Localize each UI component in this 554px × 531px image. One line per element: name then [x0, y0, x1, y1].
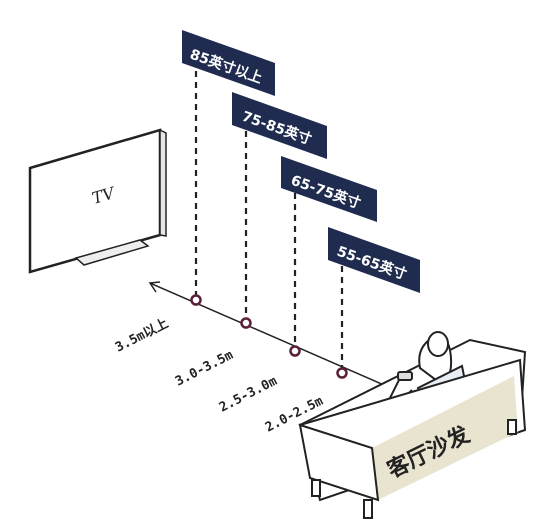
sofa: 客厅沙发 [298, 331, 527, 519]
marker-dot [289, 345, 301, 357]
marker-dot [190, 294, 202, 306]
distance-label: 3.0-3.5m [173, 348, 236, 390]
sofa-foot [363, 499, 373, 519]
sofa-foot [311, 479, 321, 497]
tv-stand [74, 239, 150, 266]
sofa-arm [298, 423, 380, 502]
sofa-foot [507, 419, 517, 435]
size-tag-55: 55-65英寸 [328, 227, 420, 293]
size-tag-65: 65-75英寸 [281, 156, 377, 222]
axis-markers [190, 294, 348, 379]
sofa-band [372, 376, 518, 500]
tv-side [159, 128, 167, 237]
marker-dot [336, 367, 348, 379]
distance-label: 2.5-3.0m [217, 374, 280, 416]
size-tag-75: 75-85英寸 [232, 92, 327, 159]
distance-label: 3.5m以上 [113, 316, 171, 355]
size-tags: 85英寸以上 75-85英寸 65-75英寸 55-65英寸 [182, 30, 420, 293]
guide-lines [194, 60, 344, 372]
axis-arrow-icon [148, 281, 161, 293]
distance-labels: 3.5m以上 3.0-3.5m 2.5-3.0m 2.0-2.5m [113, 316, 326, 435]
marker-dot [240, 317, 252, 329]
tv: TV [28, 128, 167, 274]
